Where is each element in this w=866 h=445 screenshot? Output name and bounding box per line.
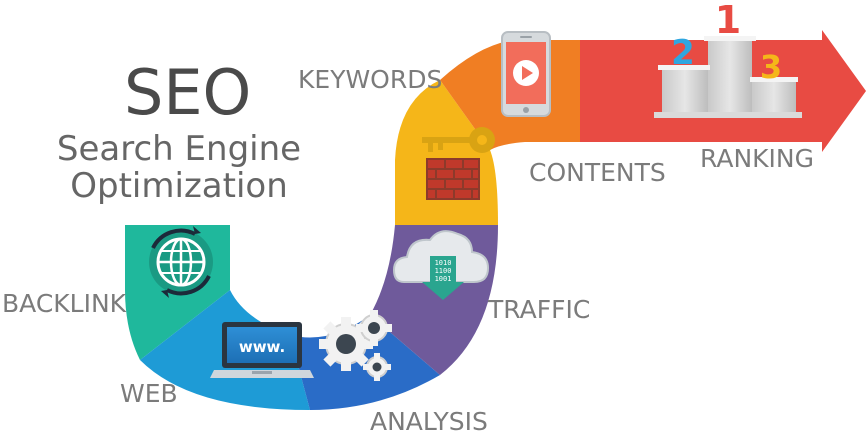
- label-keywords: KEYWORDS: [298, 65, 443, 94]
- label-analysis: ANALYSIS: [370, 407, 488, 436]
- globe-refresh-icon: [149, 226, 213, 298]
- binary-line-2: 1100: [435, 267, 452, 275]
- laptop-icon: www.: [210, 322, 314, 378]
- binary-line-1: 1010: [435, 259, 452, 267]
- podium-icon: 2 1 3: [654, 0, 802, 118]
- podium-rank-1: 1: [715, 0, 741, 42]
- smartphone-play-icon: [501, 31, 551, 117]
- subtitle-line-1: Search Engine: [56, 129, 302, 169]
- cloud-download-icon: 1010 1100 1001: [392, 230, 490, 300]
- subtitle-line-2: Optimization: [70, 165, 288, 206]
- label-ranking: RANKING: [700, 144, 815, 173]
- title-seo: SEO: [124, 56, 252, 129]
- binary-line-3: 1001: [435, 275, 452, 283]
- podium-rank-3: 3: [760, 48, 782, 86]
- podium-rank-2: 2: [671, 33, 695, 73]
- label-backlink: BACKLINK: [2, 289, 127, 318]
- label-traffic: TRAFFIC: [488, 295, 591, 324]
- label-web: WEB: [120, 379, 178, 408]
- key-wall-icon: [422, 127, 495, 200]
- laptop-screen-text: www.: [239, 338, 285, 356]
- label-contents: CONTENTS: [529, 158, 666, 187]
- title-subtitle: Search Engine Optimization: [56, 131, 302, 204]
